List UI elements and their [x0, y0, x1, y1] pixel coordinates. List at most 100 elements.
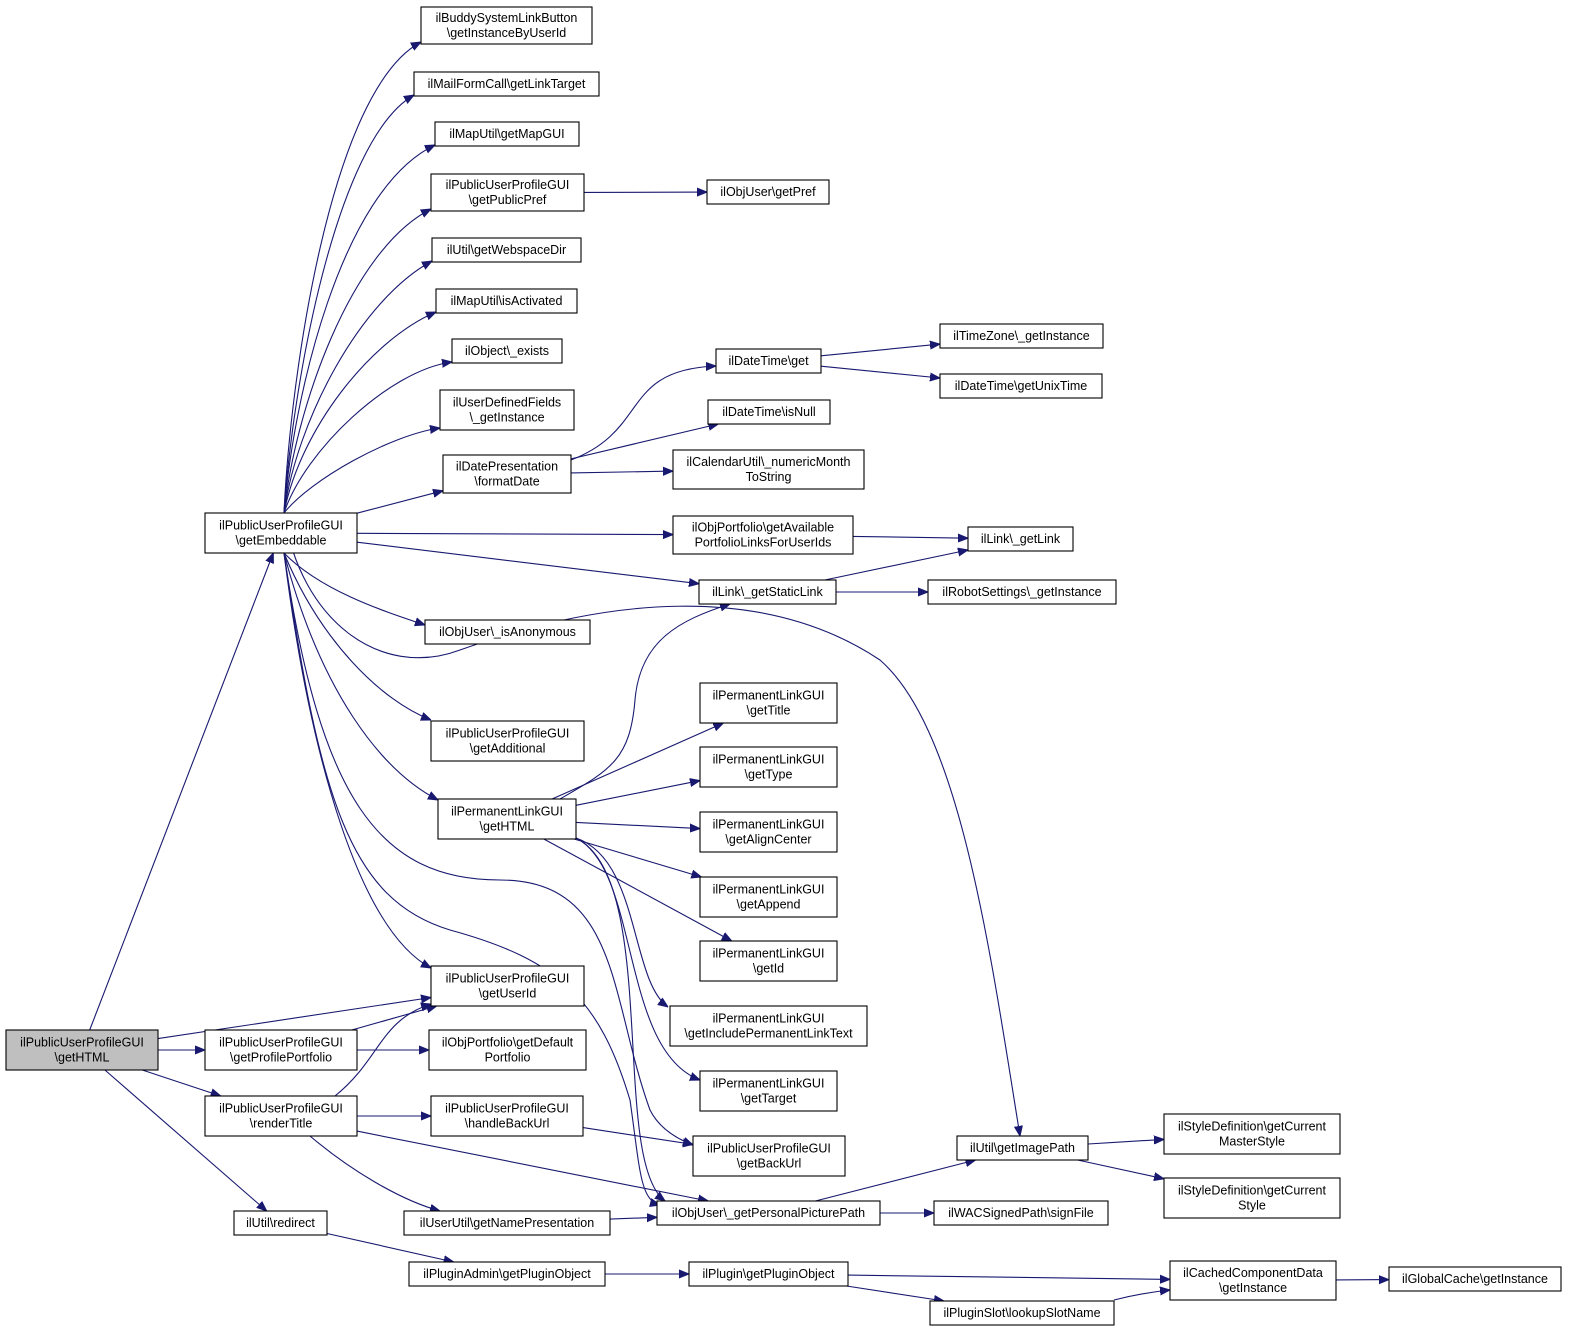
call-edge-n1-to-n22: [283, 552, 431, 720]
node-box: [699, 940, 838, 982]
call-edge-n1-to-n2: [283, 42, 421, 514]
node-label-line: ilPublicUserProfileGUI: [219, 1036, 343, 1050]
function-node-n25[interactable]: ilPermanentLinkGUI\getType: [699, 746, 838, 788]
node-box: [204, 1095, 358, 1137]
node-box: [956, 1135, 1089, 1161]
function-node-n29[interactable]: ilPermanentLinkGUI\getIncludePermanentLi…: [669, 1005, 868, 1047]
node-box: [435, 288, 578, 314]
function-node-n7[interactable]: ilUtil\getWebspaceDir: [431, 237, 582, 263]
function-node-n18[interactable]: ilLink\_getLink: [967, 526, 1074, 552]
function-node-n19[interactable]: ilLink\_getStaticLink: [698, 579, 837, 605]
node-label-line: ilPermanentLinkGUI: [713, 753, 825, 767]
node-box: [939, 373, 1103, 399]
node-box: [439, 389, 575, 431]
function-node-n14[interactable]: ilDateTime\getUnixTime: [939, 373, 1103, 399]
call-edge-n0-to-n34: [142, 1069, 220, 1096]
node-box: [707, 399, 831, 425]
call-edge-n0-to-n31: [157, 998, 431, 1040]
call-edge-n19-to-n18: [824, 550, 968, 581]
function-node-n34[interactable]: ilPublicUserProfileGUI\renderTitle: [204, 1095, 358, 1137]
node-label-line: ilPublicUserProfileGUI: [707, 1142, 831, 1156]
function-node-n31[interactable]: ilPublicUserProfileGUI\getUserId: [430, 965, 585, 1007]
node-label-line: \_getInstance: [469, 411, 544, 425]
node-label-line: \getEmbeddable: [235, 534, 326, 548]
function-node-n21[interactable]: ilObjUser\_isAnonymous: [424, 619, 591, 645]
node-label-line: \getTitle: [746, 704, 790, 718]
node-box: [233, 1210, 328, 1236]
node-layer: ilPublicUserProfileGUI\getHTMLilPublicUs…: [5, 6, 1562, 1326]
function-node-n9[interactable]: ilObject\_exists: [451, 338, 563, 364]
node-box: [442, 454, 572, 494]
function-node-n17[interactable]: ilObjPortfolio\getAvailablePortfolioLink…: [672, 515, 854, 555]
call-edge-n1-to-n31: [283, 552, 431, 968]
function-node-n30[interactable]: ilPermanentLinkGUI\getTarget: [699, 1070, 838, 1112]
call-edge-n23-to-n27: [573, 838, 701, 877]
call-edge-n1-to-n4: [283, 145, 435, 514]
call-edge-n1-to-n8: [283, 312, 436, 514]
function-node-n28[interactable]: ilPermanentLinkGUI\getId: [699, 940, 838, 982]
node-label-line: ilPublicUserProfileGUI: [446, 178, 570, 192]
function-node-n1[interactable]: ilPublicUserProfileGUI\getEmbeddable: [204, 512, 358, 554]
function-node-n8[interactable]: ilMapUtil\isActivated: [435, 288, 578, 314]
function-node-n11[interactable]: ilDatePresentation\formatDate: [442, 454, 572, 494]
function-node-n5[interactable]: ilPublicUserProfileGUI\getPublicPref: [430, 173, 585, 212]
function-node-n40[interactable]: ilObjUser\_getPersonalPicturePath: [656, 1200, 881, 1226]
function-node-n45[interactable]: ilPlugin\getPluginObject: [688, 1261, 849, 1287]
node-label-line: \getHTML: [55, 1051, 110, 1065]
node-box: [204, 1029, 358, 1071]
call-edge-n1-to-n23: [283, 552, 438, 800]
function-node-n0[interactable]: ilPublicUserProfileGUI\getHTML: [5, 1029, 159, 1071]
function-node-n41[interactable]: ilWACSignedPath\signFile: [933, 1200, 1109, 1226]
node-box: [699, 746, 838, 788]
function-node-n27[interactable]: ilPermanentLinkGUI\getAppend: [699, 876, 838, 918]
function-node-n46[interactable]: ilCachedComponentData\getInstance: [1169, 1260, 1337, 1301]
call-edge-n48-to-n46: [1113, 1290, 1170, 1301]
call-edge-n35-to-n36: [582, 1127, 693, 1145]
function-node-n35[interactable]: ilPublicUserProfileGUI\handleBackUrl: [430, 1095, 584, 1137]
function-node-n47[interactable]: ilGlobalCache\getInstance: [1388, 1266, 1562, 1292]
function-node-n15[interactable]: ilDateTime\isNull: [707, 399, 831, 425]
node-label-line: ilPublicUserProfileGUI: [219, 519, 343, 533]
node-label-line: \getAlignCenter: [725, 833, 811, 847]
node-label-line: ilPluginAdmin\getPluginObject: [423, 1267, 591, 1281]
function-node-n43[interactable]: ilUtil\redirect: [233, 1210, 328, 1236]
function-node-n4[interactable]: ilMapUtil\getMapGUI: [434, 121, 580, 147]
node-label-line: ilPublicUserProfileGUI: [20, 1036, 144, 1050]
node-box: [434, 121, 580, 147]
call-edge-n40-to-n37: [815, 1160, 975, 1202]
function-node-n37[interactable]: ilUtil\getImagePath: [956, 1135, 1089, 1161]
function-node-n22[interactable]: ilPublicUserProfileGUI\getAdditional: [430, 720, 585, 762]
call-edge-n37-to-n39: [1077, 1159, 1164, 1179]
function-node-n23[interactable]: ilPermanentLinkGUI\getHTML: [437, 798, 577, 840]
call-edge-n34-to-n42: [309, 1135, 440, 1211]
edge-layer: [89, 42, 1389, 1301]
function-node-n12[interactable]: ilDateTime\get: [715, 348, 822, 374]
node-label-line: \formatDate: [474, 475, 539, 489]
node-box: [669, 1005, 868, 1047]
function-node-n2[interactable]: ilBuddySystemLinkButton\getInstanceByUse…: [420, 6, 593, 45]
node-box: [715, 348, 822, 374]
function-node-n32[interactable]: ilPublicUserProfileGUI\getProfilePortfol…: [204, 1029, 358, 1071]
function-node-n10[interactable]: ilUserDefinedFields\_getInstance: [439, 389, 575, 431]
function-node-n42[interactable]: ilUserUtil\getNamePresentation: [403, 1210, 611, 1236]
node-box: [451, 338, 563, 364]
node-label-line: ilCalendarUtil\_numericMonth: [687, 455, 851, 469]
function-node-n26[interactable]: ilPermanentLinkGUI\getAlignCenter: [699, 811, 838, 853]
function-node-n6[interactable]: ilObjUser\getPref: [706, 179, 830, 205]
function-node-n20[interactable]: ilRobotSettings\_getInstance: [927, 579, 1117, 605]
function-node-n48[interactable]: ilPluginSlot\lookupSlotName: [929, 1300, 1115, 1326]
function-node-n24[interactable]: ilPermanentLinkGUI\getTitle: [699, 682, 838, 724]
call-edge-n1-to-n11: [356, 491, 443, 514]
call-edge-n1-to-n5: [283, 209, 431, 514]
function-node-n36[interactable]: ilPublicUserProfileGUI\getBackUrl: [692, 1135, 846, 1177]
call-edge-n43-to-n44: [326, 1232, 454, 1263]
function-node-n13[interactable]: ilTimeZone\_getInstance: [939, 323, 1104, 349]
function-node-n44[interactable]: ilPluginAdmin\getPluginObject: [408, 1261, 606, 1287]
function-node-n3[interactable]: ilMailFormCall\getLinkTarget: [413, 71, 600, 97]
node-label-line: ilPermanentLinkGUI: [713, 1012, 825, 1026]
call-edge-n11-to-n16: [570, 471, 673, 473]
